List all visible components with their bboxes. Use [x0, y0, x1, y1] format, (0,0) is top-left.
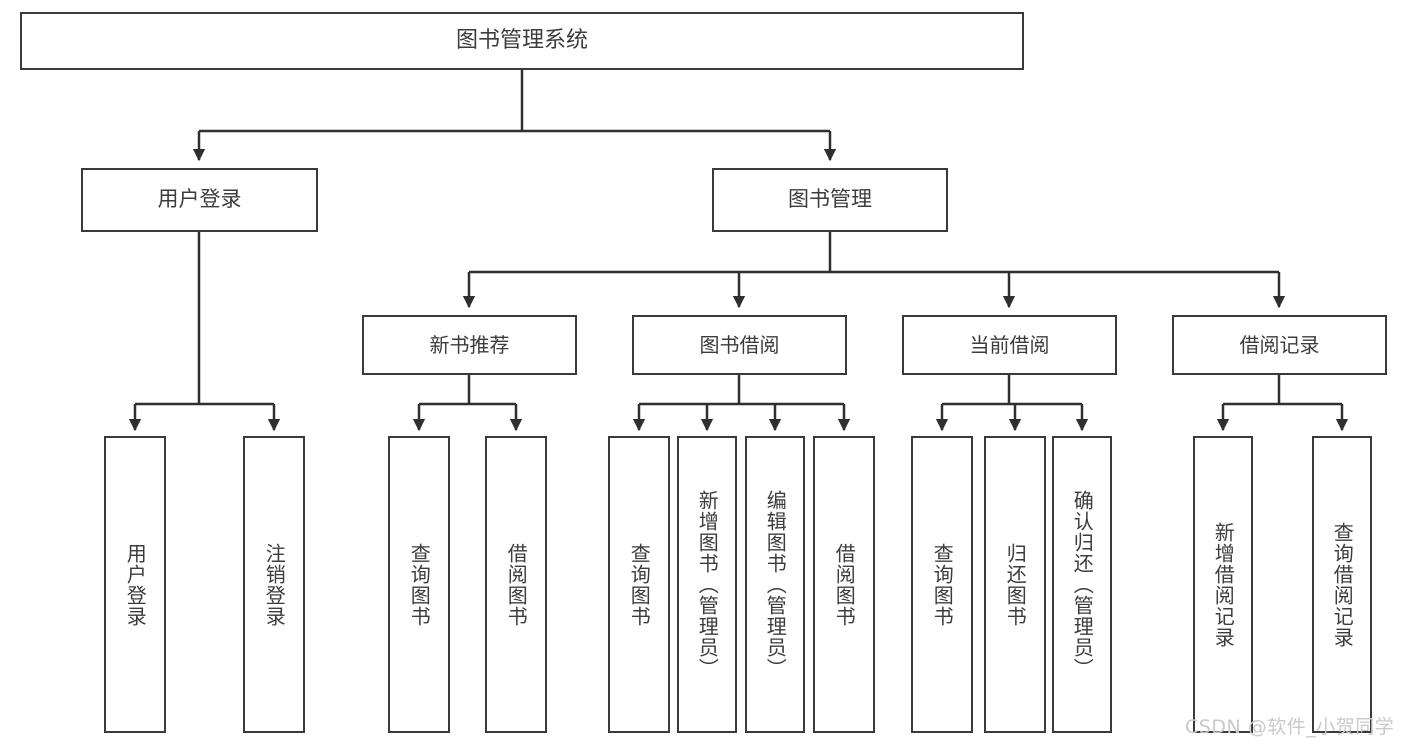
node-leaf-query-borrow-record-label: 查询借阅记录: [1330, 521, 1355, 648]
node-leaf-edit-book-admin-label: 编辑图书（管理员）: [763, 490, 788, 679]
node-book-borrow[interactable]: 图书借阅: [632, 315, 847, 375]
node-leaf-add-borrow-record[interactable]: 新增借阅记录: [1193, 436, 1253, 733]
node-leaf-edit-book-admin[interactable]: 编辑图书（管理员）: [745, 436, 805, 733]
node-leaf-add-book-admin-label: 新增图书（管理员）: [695, 490, 720, 679]
watermark: CSDN @软件_小贺同学: [1185, 716, 1395, 738]
node-leaf-query-book-2-label: 查询图书: [627, 542, 652, 627]
node-current-borrow[interactable]: 当前借阅: [902, 315, 1117, 375]
node-current-borrow-label: 当前借阅: [969, 332, 1050, 357]
node-new-book-recommend[interactable]: 新书推荐: [362, 315, 577, 375]
node-new-book-recommend-label: 新书推荐: [429, 332, 510, 357]
node-leaf-query-book-3-label: 查询图书: [930, 542, 955, 627]
node-leaf-borrow-book-1[interactable]: 借阅图书: [485, 436, 547, 733]
node-user-login-label: 用户登录: [157, 187, 242, 212]
node-leaf-borrow-book-2-label: 借阅图书: [832, 542, 857, 627]
node-leaf-query-book-2[interactable]: 查询图书: [608, 436, 670, 733]
node-leaf-query-book-3[interactable]: 查询图书: [911, 436, 973, 733]
node-leaf-borrow-book-1-label: 借阅图书: [504, 542, 529, 627]
node-leaf-borrow-book-2[interactable]: 借阅图书: [813, 436, 875, 733]
node-leaf-query-borrow-record[interactable]: 查询借阅记录: [1312, 436, 1372, 733]
node-leaf-confirm-return-admin[interactable]: 确认归还（管理员）: [1052, 436, 1112, 733]
node-leaf-confirm-return-admin-label: 确认归还（管理员）: [1070, 490, 1095, 679]
node-borrow-record[interactable]: 借阅记录: [1172, 315, 1387, 375]
node-leaf-return-book-label: 归还图书: [1003, 542, 1028, 627]
node-leaf-user-login-label: 用户登录: [123, 542, 148, 627]
node-book-management-label: 图书管理: [788, 187, 872, 212]
node-leaf-add-book-admin[interactable]: 新增图书（管理员）: [677, 436, 737, 733]
node-leaf-logout-label: 注销登录: [262, 542, 287, 627]
node-leaf-user-login[interactable]: 用户登录: [104, 436, 166, 733]
node-leaf-return-book[interactable]: 归还图书: [984, 436, 1046, 733]
node-root[interactable]: 图书管理系统: [20, 12, 1024, 70]
node-book-management[interactable]: 图书管理: [712, 168, 948, 232]
node-root-label: 图书管理系统: [455, 27, 588, 53]
node-user-login[interactable]: 用户登录: [81, 168, 318, 232]
node-leaf-query-book-1-label: 查询图书: [407, 542, 432, 627]
node-leaf-add-borrow-record-label: 新增借阅记录: [1211, 521, 1236, 648]
node-borrow-record-label: 借阅记录: [1239, 332, 1320, 357]
node-book-borrow-label: 图书借阅: [699, 332, 780, 357]
node-leaf-logout[interactable]: 注销登录: [243, 436, 305, 733]
node-leaf-query-book-1[interactable]: 查询图书: [388, 436, 450, 733]
